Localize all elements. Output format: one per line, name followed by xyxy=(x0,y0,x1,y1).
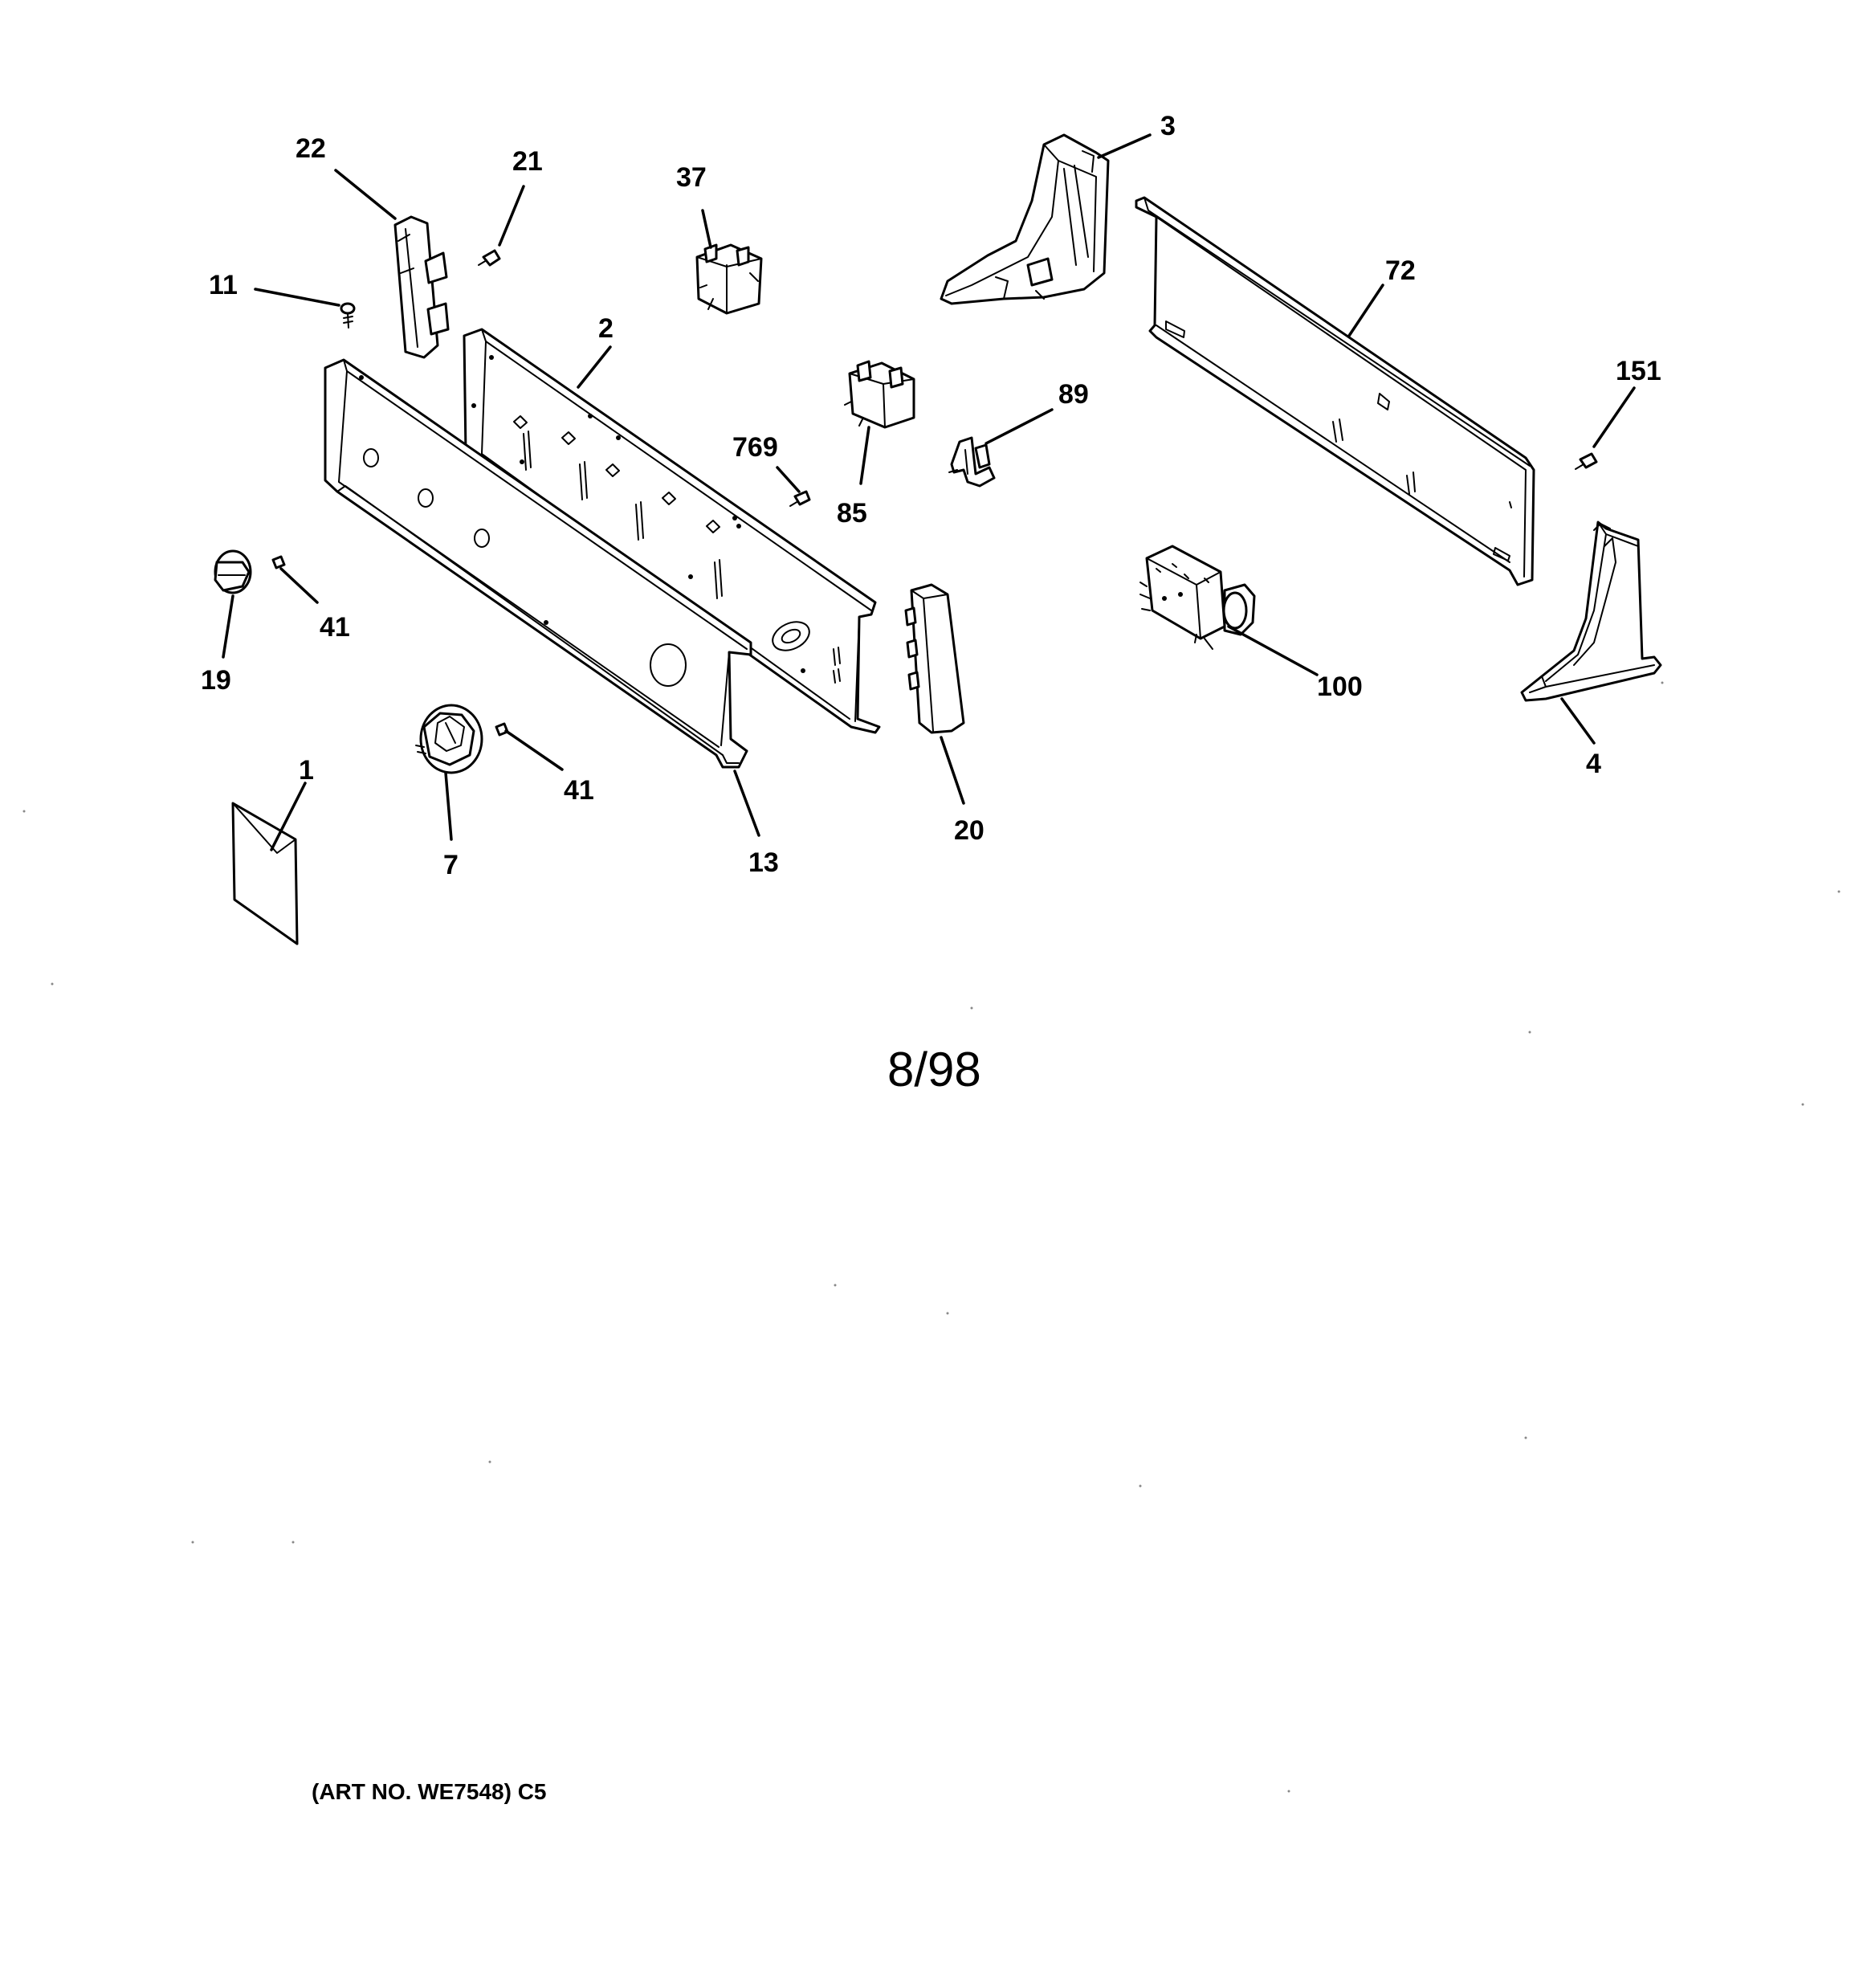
callout-1: 1 xyxy=(299,755,314,786)
part-37-switch xyxy=(695,243,763,315)
part-21-screw xyxy=(478,249,501,267)
callout-19: 19 xyxy=(201,665,231,696)
scan-specks xyxy=(22,681,1841,1793)
callout-41-lower: 41 xyxy=(564,775,594,806)
callout-89: 89 xyxy=(1058,379,1089,410)
callout-7: 7 xyxy=(443,850,459,880)
part-89-bracket xyxy=(948,436,996,488)
part-100-timer xyxy=(1139,545,1256,650)
part-11-screw xyxy=(340,302,356,329)
part-20-end-cap xyxy=(904,583,965,734)
part-3-left-support xyxy=(940,133,1110,305)
part-19-knob xyxy=(214,549,252,594)
callout-20: 20 xyxy=(954,815,984,846)
callout-22: 22 xyxy=(296,133,326,164)
date-code: 8/98 xyxy=(887,1043,981,1096)
part-41-clip-lower xyxy=(495,722,509,737)
callout-85: 85 xyxy=(837,498,867,529)
callout-100: 100 xyxy=(1317,672,1363,702)
callout-151: 151 xyxy=(1616,356,1661,386)
part-151-screw xyxy=(1575,452,1598,470)
callout-labels: 22 21 11 37 3 72 151 2 89 769 85 100 4 4… xyxy=(201,111,1661,880)
part-13-front-console xyxy=(324,358,752,769)
callout-41-upper: 41 xyxy=(320,612,350,643)
part-41-clip-upper xyxy=(271,555,286,569)
callout-37: 37 xyxy=(676,162,707,193)
part-85-switch xyxy=(844,360,915,429)
callout-3: 3 xyxy=(1160,111,1176,141)
part-4-right-support xyxy=(1520,520,1662,702)
callout-21: 21 xyxy=(512,146,543,177)
callout-4: 4 xyxy=(1586,749,1601,779)
part-769-screw xyxy=(789,490,811,507)
callout-11: 11 xyxy=(209,270,238,300)
callout-72: 72 xyxy=(1385,255,1416,286)
callout-769: 769 xyxy=(732,432,778,463)
part-72-back-panel xyxy=(1135,196,1535,586)
callout-13: 13 xyxy=(748,847,779,878)
art-number: (ART NO. WE7548) C5 xyxy=(312,1779,547,1804)
leader-lines xyxy=(222,133,1636,851)
callout-2: 2 xyxy=(598,313,614,344)
part-22-end-bracket xyxy=(393,215,450,359)
part-7-knob xyxy=(415,704,483,774)
part-1-envelope xyxy=(231,802,299,945)
